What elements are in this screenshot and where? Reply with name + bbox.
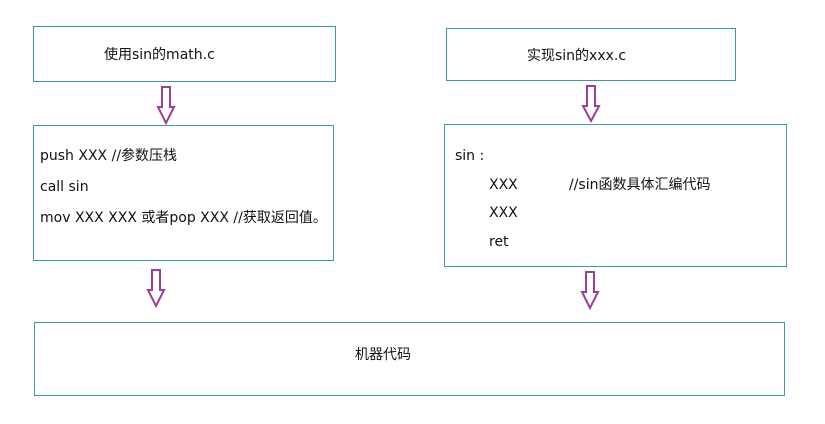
sin-line-2: XXX (489, 205, 518, 221)
down-arrow-icon (146, 269, 166, 309)
sin-line-ret: ret (489, 234, 509, 250)
xxx-c-title: 实现sin的xxx.c (527, 48, 627, 64)
down-arrow-icon (580, 271, 600, 311)
machine-code-title: 机器代码 (355, 347, 411, 363)
sin-comment: //sin函数具体汇编代码 (569, 177, 711, 193)
machine-code-box: 机器代码 (34, 322, 785, 396)
xxx-c-box: 实现sin的xxx.c (446, 28, 736, 81)
assembly-line-call: call sin (40, 179, 89, 195)
down-arrow-icon (156, 86, 176, 126)
sin-label: sin : (455, 148, 485, 164)
caller-assembly-box: push XXX //参数压栈 call sin mov XXX XXX 或者p… (33, 125, 334, 261)
math-c-title: 使用sin的math.c (104, 47, 215, 63)
math-c-box: 使用sin的math.c (33, 26, 336, 82)
assembly-line-push: push XXX //参数压栈 (40, 148, 178, 164)
down-arrow-icon (581, 85, 601, 124)
sin-assembly-box: sin : XXX //sin函数具体汇编代码 XXX ret (444, 124, 787, 267)
assembly-line-return: mov XXX XXX 或者pop XXX //获取返回值。 (40, 210, 327, 226)
sin-line-1: XXX (489, 177, 518, 193)
